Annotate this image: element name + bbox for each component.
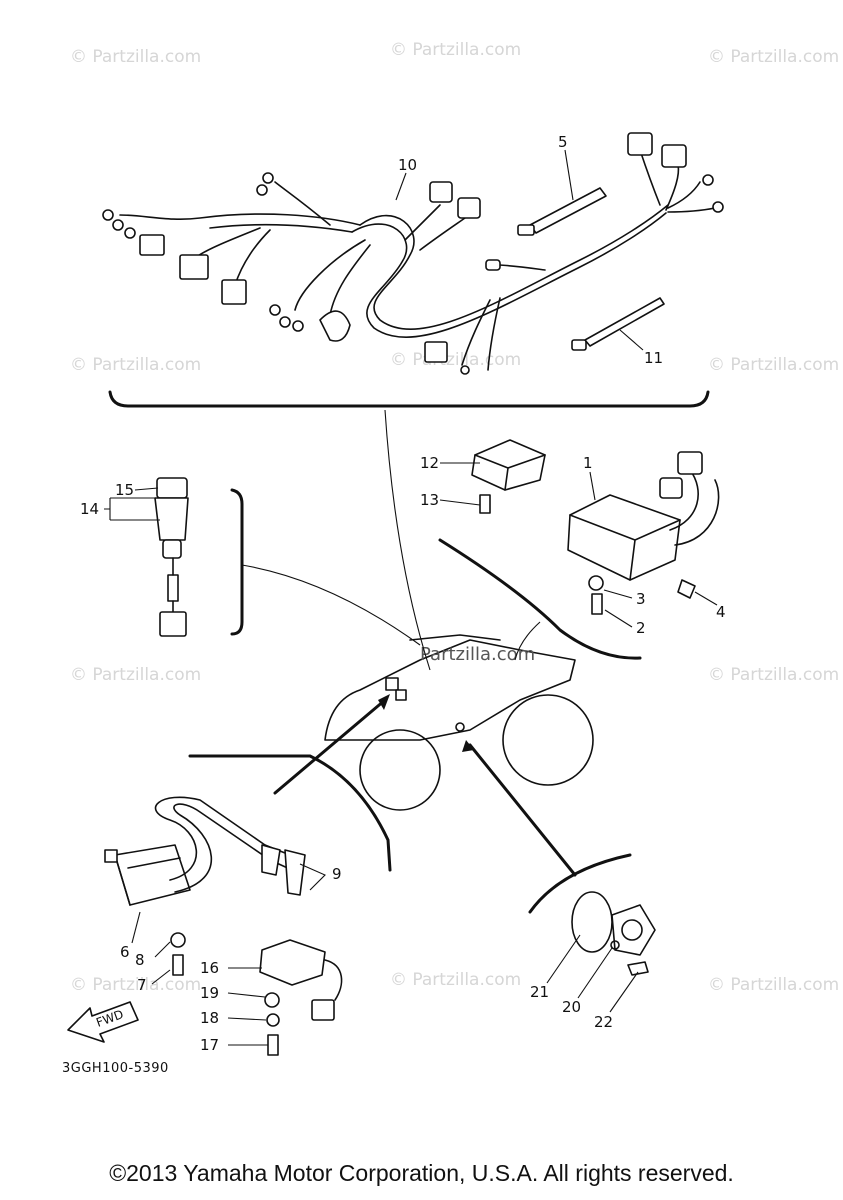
watermark: © Partzilla.com (70, 355, 201, 375)
sensor-bracket (528, 853, 632, 914)
watermark: © Partzilla.com (70, 665, 201, 685)
group-brackets (108, 390, 710, 914)
main-switch (154, 477, 189, 637)
callout-21: 21 (530, 983, 549, 1001)
callout-6: 6 (120, 943, 130, 961)
watermark: © Partzilla.com (708, 47, 839, 67)
speed-sensor (571, 891, 656, 976)
callout-20: 20 (562, 998, 581, 1016)
watermark: © Partzilla.com (70, 975, 201, 995)
callout-22: 22 (594, 1013, 613, 1031)
sensor-arrow (468, 743, 577, 877)
watermark: © Partzilla.com (708, 975, 839, 995)
callout-9: 9 (332, 865, 342, 883)
arrowhead (378, 694, 390, 710)
cdi-bracket (438, 538, 642, 660)
callout-12: 12 (420, 454, 439, 472)
watermarks: © Partzilla.com © Partzilla.com © Partzi… (70, 40, 839, 995)
watermark: © Partzilla.com (390, 970, 521, 990)
callout-5: 5 (558, 133, 568, 151)
harness-leader (384, 409, 431, 671)
cable-tie (571, 297, 665, 351)
watermark-center: Partzilla.com (420, 644, 535, 665)
callout-19: 19 (200, 984, 219, 1002)
bolt-7 (172, 954, 184, 976)
callout-13: 13 (420, 491, 439, 509)
watermark: © Partzilla.com (70, 47, 201, 67)
ignition-coil (104, 796, 306, 906)
washer-18 (266, 1013, 280, 1027)
washer-19 (264, 992, 280, 1008)
wire-harness (102, 132, 724, 375)
callout-8: 8 (135, 951, 145, 969)
bolt-17 (267, 1034, 279, 1056)
callout-1: 1 (583, 454, 593, 472)
switch-leader (241, 564, 421, 646)
callout-leaders (104, 149, 718, 1046)
relay-unit (259, 939, 343, 1021)
diagram-code: 3GGH100-5390 (62, 1061, 169, 1076)
rectifier (471, 439, 546, 491)
callout-3: 3 (636, 590, 646, 608)
watermark: © Partzilla.com (390, 40, 521, 60)
copyright-notice: ©2013 Yamaha Motor Corporation, U.S.A. A… (109, 1160, 734, 1186)
callout-7: 7 (137, 976, 147, 994)
arrowhead (462, 740, 474, 752)
callout-11: 11 (644, 349, 663, 367)
callout-15: 15 (115, 481, 134, 499)
switch-bracket (230, 488, 244, 636)
harness-bracket (108, 390, 710, 408)
bolt-13 (479, 494, 491, 514)
watermark: © Partzilla.com (390, 350, 521, 370)
callout-10: 10 (398, 156, 417, 174)
watermark: © Partzilla.com (708, 355, 839, 375)
callout-2: 2 (636, 619, 646, 637)
callout-14: 14 (80, 500, 99, 518)
callouts: 10 5 11 12 13 1 3 2 4 15 14 9 6 8 7 16 1… (80, 133, 726, 1054)
watermark: © Partzilla.com (708, 665, 839, 685)
cdi-leader (514, 621, 541, 661)
fwd-arrow-icon: FWD (67, 1001, 139, 1043)
callout-4: 4 (716, 603, 726, 621)
cdi-unit (567, 451, 720, 581)
washer-3 (588, 575, 604, 591)
callout-18: 18 (200, 1009, 219, 1027)
clamp-4 (677, 579, 696, 599)
bolt-2 (591, 593, 603, 615)
coil-arrow (273, 698, 387, 795)
callout-17: 17 (200, 1036, 219, 1054)
callout-16: 16 (200, 959, 219, 977)
atv-outline: Partzilla.com (324, 634, 594, 811)
cable-band (517, 187, 607, 236)
washer-8 (170, 932, 186, 948)
